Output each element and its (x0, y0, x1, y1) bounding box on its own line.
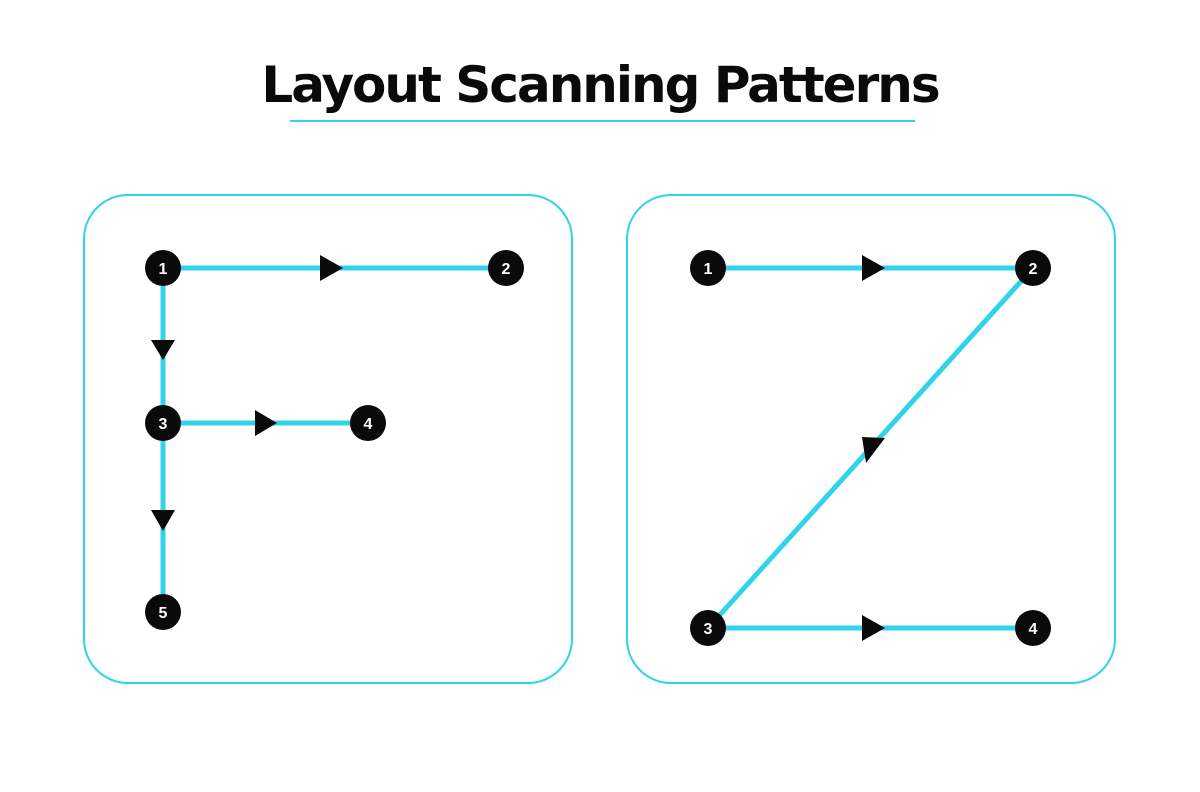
f-node-1: 1 (145, 250, 181, 286)
z-node-4-label: 4 (1029, 621, 1038, 638)
f-arrow-right-icon (320, 255, 343, 281)
z-node-1-label: 1 (704, 261, 713, 278)
z-arrow-right-icon (862, 255, 885, 281)
f-panel-frame (83, 194, 573, 684)
f-node-1-label: 1 (159, 261, 168, 278)
z-arrow-diagonal-icon (862, 437, 885, 463)
f-node-5: 5 (145, 594, 181, 630)
z-panel-frame (626, 194, 1116, 684)
f-node-2: 2 (488, 250, 524, 286)
f-arrow-right-icon (255, 410, 277, 436)
title-underline (290, 120, 915, 122)
z-node-3-label: 3 (704, 621, 713, 638)
z-node-1: 1 (690, 250, 726, 286)
f-arrow-down-icon (151, 340, 175, 360)
page-title: Layout Scanning Patterns (261, 56, 940, 114)
f-node-5-label: 5 (159, 605, 168, 622)
z-node-2: 2 (1015, 250, 1051, 286)
f-arrow-down-icon (151, 510, 175, 531)
f-pattern-panel: 1 2 3 4 5 (83, 194, 573, 684)
z-arrow-right-icon (862, 615, 885, 641)
f-node-4: 4 (350, 405, 386, 441)
z-node-4: 4 (1015, 610, 1051, 646)
f-node-2-label: 2 (502, 261, 511, 278)
f-node-3-label: 3 (159, 416, 168, 433)
f-node-4-label: 4 (364, 416, 373, 433)
f-node-3: 3 (145, 405, 181, 441)
z-node-3: 3 (690, 610, 726, 646)
z-pattern-panel: 1 2 3 4 (626, 194, 1116, 684)
z-node-2-label: 2 (1029, 261, 1038, 278)
